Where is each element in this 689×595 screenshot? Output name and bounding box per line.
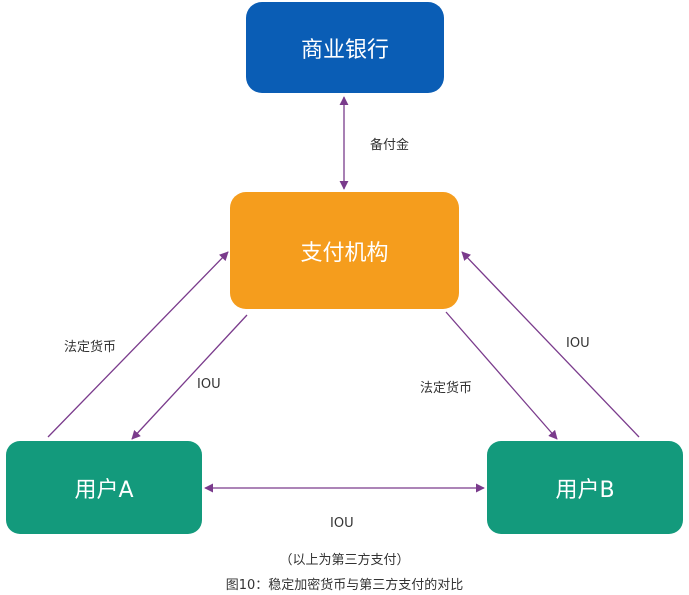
edge-label-fiat-left: 法定货币	[64, 340, 117, 355]
user-a-node: 用户A	[6, 441, 202, 534]
edge-label-reserve-funds: 备付金	[370, 138, 410, 153]
payment-institution-label: 支付机构	[300, 240, 389, 266]
arrow-payment-to-usera	[131, 314, 248, 440]
payment-institution-node: 支付机构	[230, 192, 459, 309]
edge-label-fiat-right: 法定货币	[420, 381, 473, 396]
commercial-bank-node: 商业银行	[246, 2, 444, 93]
figure-caption: 图10：稳定加密货币与第三方支付的对比	[225, 578, 464, 593]
edge-label-iou-left: IOU	[197, 377, 221, 392]
user-b-label: 用户B	[555, 477, 615, 503]
diagram-note: （以上为第三方支付）	[279, 553, 410, 568]
commercial-bank-label: 商业银行	[300, 37, 389, 63]
edge-label-iou-right: IOU	[566, 336, 590, 351]
user-b-node: 用户B	[487, 441, 683, 534]
user-a-label: 用户A	[74, 477, 134, 503]
arrow-usera-to-payment	[47, 251, 229, 438]
arrow-userb-to-payment	[461, 251, 640, 438]
arrow-payment-to-userb	[445, 311, 558, 440]
edge-label-iou-bottom: IOU	[330, 516, 354, 531]
